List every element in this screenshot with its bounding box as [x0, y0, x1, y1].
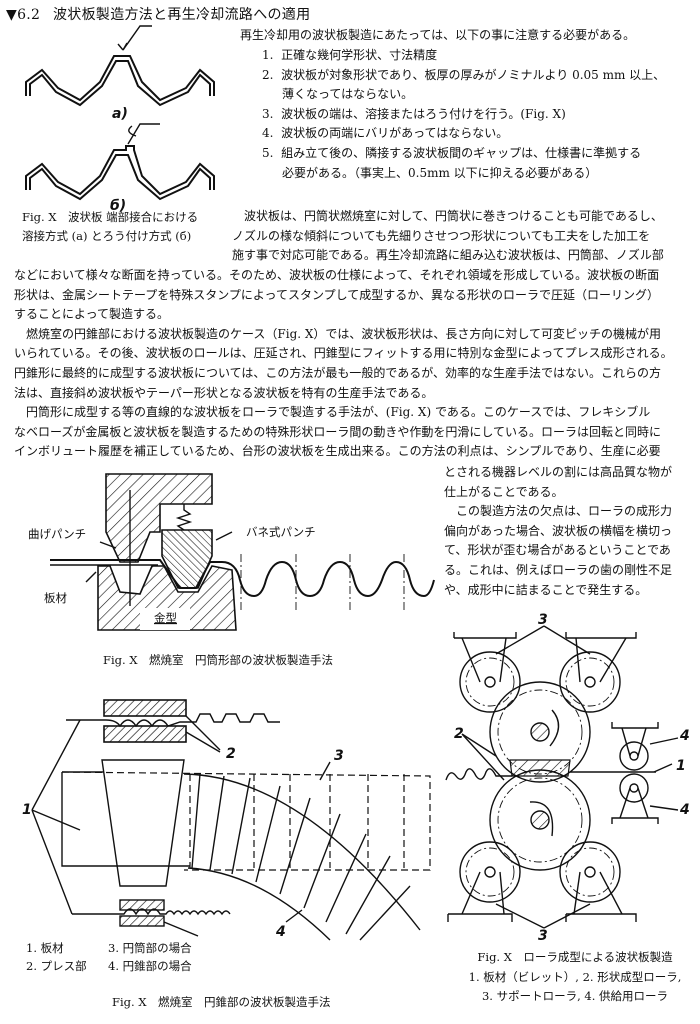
profile-b-icon: [25, 123, 215, 201]
svg-text:a): a): [112, 106, 128, 122]
svg-text:1: 1: [22, 802, 32, 818]
section-marker: ▼6.2: [6, 7, 41, 23]
joint-figure-drawing: a) б): [25, 25, 215, 214]
svg-text:4: 4: [679, 728, 690, 744]
cone-figure-legend: 1. 板材 3. 円筒部の場合 2. プレス部 4. 円錐部の場合: [26, 941, 192, 973]
svg-text:3: 3: [334, 748, 344, 764]
svg-text:4: 4: [679, 802, 690, 818]
svg-text:4: 4: [275, 924, 286, 940]
svg-text:バネ式パンチ: バネ式パンチ: [246, 525, 316, 539]
list-item: 3. 波状板の端は、溶接またはろう付けを行う。(Fig. X): [262, 106, 566, 121]
list-item: 2. 波状板が対象形状であり、板厚の厚みがノミナルより 0.05 mm 以上、: [262, 67, 666, 82]
svg-text:2: 2: [226, 746, 236, 762]
list-item: 5. 組み立て後の、隣接する波状板間のギャップは、仕様書に準拠する: [262, 145, 642, 160]
svg-text:3: 3: [538, 612, 548, 628]
paragraph-1-right: 波状板は、円筒状燃焼室に対して、円筒状に巻きつけることも可能であるし、 ノズルの…: [232, 209, 664, 263]
list-item-cont: 必要がある。（事実上、0.5mm 以下に抑える必要がある）: [282, 165, 598, 180]
svg-text:曲げパンチ: 曲げパンチ: [28, 527, 86, 541]
svg-text:板材: 板材: [44, 591, 67, 605]
feed-roller-icon: [619, 727, 649, 771]
section-title: 波状板製造方法と再生冷却流路への適用: [53, 7, 311, 23]
roller-forming-figure: 3 3 2 1 4 4: [445, 612, 690, 944]
intro-lead: 再生冷却用の波状板製造にあたっては、以下の事に注意する必要がある。: [240, 28, 636, 42]
svg-text:б): б): [110, 198, 126, 214]
svg-text:1: 1: [676, 758, 686, 774]
support-roller-icon: [459, 637, 521, 713]
svg-text:3: 3: [538, 928, 548, 944]
requirements-list: 1. 正確な幾何学形状、寸法精度 2. 波状板が対象形状であり、板厚の厚みがノミ…: [262, 46, 665, 183]
profile-a-icon: [25, 25, 215, 107]
joint-figure-caption: Fig. X 波状板 端部接合における 溶接方式 (a) とろう付け方式 (б): [22, 210, 199, 243]
list-item: 1. 正確な幾何学形状、寸法精度: [262, 48, 438, 62]
svg-text:2: 2: [454, 726, 464, 742]
paragraph-3-right: とされる機器レベルの割には高品質な物が 仕上がることである。 この製造方法の欠点…: [444, 465, 673, 597]
roller-figure-caption: Fig. X ローラ成型による波状板製造 1. 板材（ビレット）, 2. 形状成…: [468, 950, 682, 1003]
cylinder-figure-caption: Fig. X 燃焼室 円筒形部の波状板製造手法: [103, 653, 334, 667]
list-item-cont: 薄くなってはならない。: [282, 87, 414, 102]
section-heading: ▼6.2 波状板製造方法と再生冷却流路への適用: [6, 4, 310, 24]
cylinder-press-figure: 曲げパンチ バネ式パンチ 板材 金型: [28, 473, 435, 631]
list-item: 4. 波状板の両端にバリがあってはならない。: [262, 126, 509, 141]
svg-text:金型: 金型: [154, 611, 177, 625]
cone-figure-caption: Fig. X 燃焼室 円錐部の波状板製造手法: [112, 995, 331, 1009]
cone-press-figure: 1 2 3 4: [22, 699, 431, 941]
paragraph-1-full: などにおいて様々な断面を持っている。そのため、波状板の仕様によって、それぞれ領域…: [14, 268, 673, 459]
